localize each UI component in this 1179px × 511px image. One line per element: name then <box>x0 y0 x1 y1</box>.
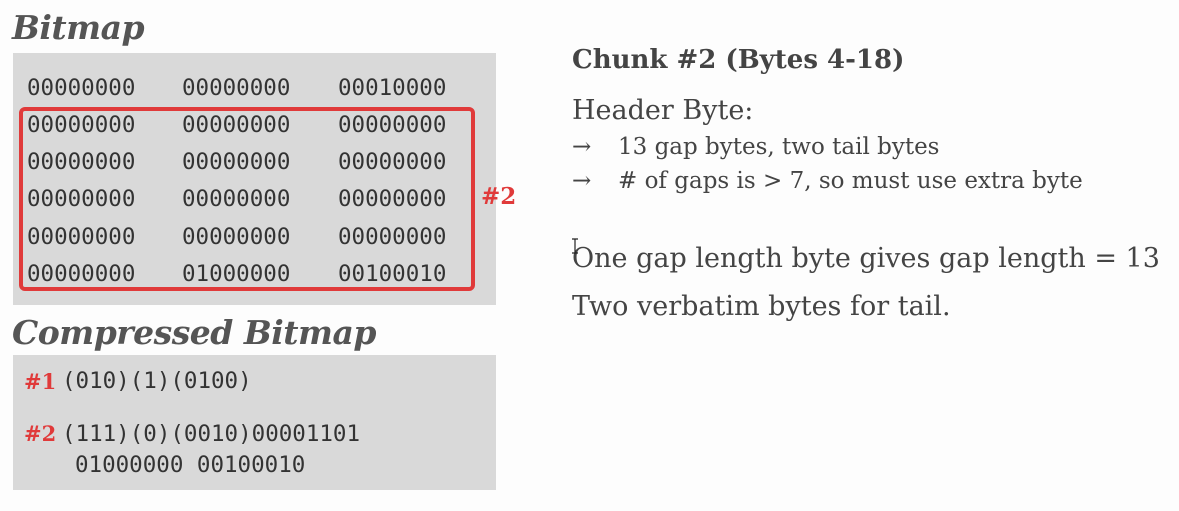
bitmap-row: 00000000 00000000 00000000 <box>27 147 446 177</box>
bitmap-byte: 00000000 <box>182 149 291 175</box>
bitmap-byte: 00000000 <box>27 75 136 101</box>
bullet-text: # of gaps is > 7, so must use extra byte <box>618 168 1083 194</box>
bitmap-row: 00000000 01000000 00100010 <box>27 259 446 289</box>
bitmap-byte: 00000000 <box>27 261 136 287</box>
chunk2-highlight-box <box>19 107 475 291</box>
bitmap-byte: 00100010 <box>338 261 447 287</box>
bitmap-byte: 00000000 <box>27 224 136 250</box>
bitmap-panel: 00000000 00000000 00010000 00000000 0000… <box>13 53 496 305</box>
chunk-heading: Chunk #2 (Bytes 4-18) <box>572 45 905 75</box>
bitmap-row: 00000000 00000000 00010000 <box>27 73 446 103</box>
compressed-entry-code: (010)(1)(0100) <box>62 368 252 394</box>
compressed-entry-label: #2 <box>24 421 57 446</box>
right-arrow-icon: → <box>572 134 592 160</box>
bitmap-byte: 00000000 <box>338 112 447 138</box>
bitmap-byte: 00000000 <box>27 112 136 138</box>
bitmap-byte: 00000000 <box>338 149 447 175</box>
bitmap-byte: 00000000 <box>27 149 136 175</box>
bitmap-byte: 00000000 <box>182 112 291 138</box>
compressed-bitmap-panel <box>13 355 496 490</box>
explanation-bullet: → # of gaps is > 7, so must use extra byt… <box>572 168 1083 194</box>
bitmap-byte: 01000000 <box>182 261 291 287</box>
chunk2-label: #2 <box>481 183 517 210</box>
header-byte-label: Header Byte: <box>572 95 754 126</box>
bitmap-byte: 00000000 <box>338 186 447 212</box>
bitmap-byte: 00000000 <box>182 224 291 250</box>
bitmap-row: 00000000 00000000 00000000 <box>27 222 446 252</box>
verbatim-bytes-text: Two verbatim bytes for tail. <box>572 291 951 322</box>
compressed-entry-label: #1 <box>24 369 57 394</box>
bitmap-row: 00000000 00000000 00000000 <box>27 110 446 140</box>
bullet-text: 13 gap bytes, two tail bytes <box>618 134 940 160</box>
explanation-bullet: → 13 gap bytes, two tail bytes <box>572 134 939 160</box>
bitmap-byte: 00010000 <box>338 75 447 101</box>
right-arrow-icon: → <box>572 168 592 194</box>
bitmap-byte: 00000000 <box>338 224 447 250</box>
bitmap-row: 00000000 00000000 00000000 <box>27 184 446 214</box>
bitmap-title: Bitmap <box>12 8 145 47</box>
compressed-bitmap-title: Compressed Bitmap <box>12 313 376 352</box>
bitmap-byte: 00000000 <box>182 75 291 101</box>
compressed-entry-code: (111)(0)(0010)00001101 <box>62 421 361 447</box>
bitmap-byte: 00000000 <box>27 186 136 212</box>
compressed-entry-code-continuation: 01000000 00100010 <box>75 452 306 478</box>
gap-length-text: One gap length byte gives gap length = 1… <box>572 243 1160 274</box>
bitmap-byte: 00000000 <box>182 186 291 212</box>
text-cursor-icon <box>572 238 578 254</box>
